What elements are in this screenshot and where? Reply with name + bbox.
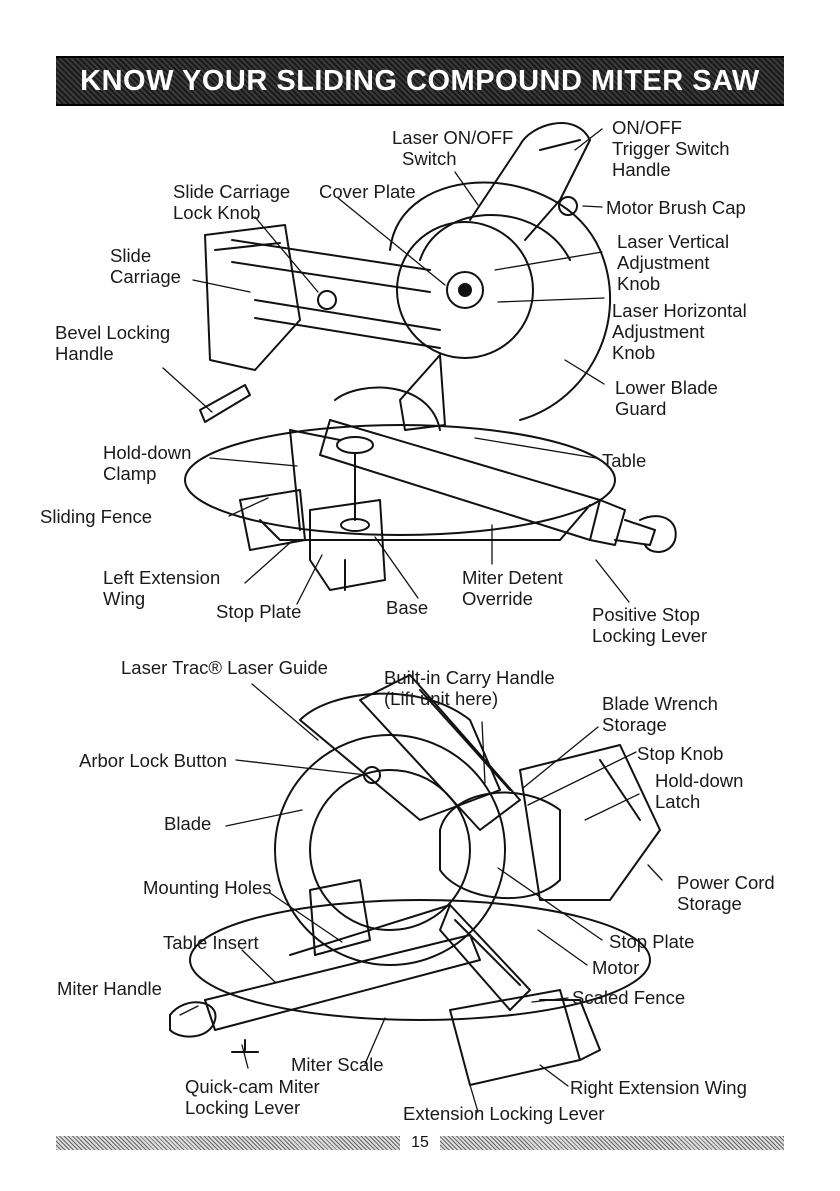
- label-trigger-switch: ON/OFF Trigger Switch Handle: [612, 117, 730, 180]
- label-blade: Blade: [164, 813, 212, 834]
- label-laser-vertical: Laser Vertical Adjustment Knob: [617, 231, 730, 294]
- page-number: 15: [411, 1134, 429, 1151]
- label-base: Base: [386, 597, 429, 618]
- label-miter-handle: Miter Handle: [57, 978, 162, 999]
- label-stop-plate-bottom: Stop Plate: [609, 931, 695, 952]
- label-cover-plate: Cover Plate: [319, 181, 416, 202]
- title-banner: KNOW YOUR SLIDING COMPOUND MITER SAW: [56, 56, 784, 106]
- page-title: KNOW YOUR SLIDING COMPOUND MITER SAW: [80, 64, 760, 97]
- label-slide-lock-knob: Slide Carriage Lock Knob: [173, 181, 291, 223]
- label-miter-detent: Miter Detent Override: [462, 567, 563, 609]
- label-positive-stop: Positive Stop Locking Lever: [592, 604, 708, 646]
- label-miter-scale: Miter Scale: [291, 1054, 384, 1075]
- label-arbor-lock-button: Arbor Lock Button: [79, 750, 228, 771]
- label-power-cord-storage: Power Cord Storage: [677, 872, 775, 914]
- label-sliding-fence: Sliding Fence: [40, 506, 153, 527]
- label-stop-plate-top: Stop Plate: [216, 601, 302, 622]
- bottom-leader-lines: [179, 683, 663, 1113]
- label-blade-wrench-storage: Blade Wrench Storage: [602, 693, 718, 735]
- label-hold-down-clamp: Hold-down Clamp: [103, 442, 192, 484]
- label-stop-knob: Stop Knob: [637, 743, 724, 764]
- label-laser-horizontal: Laser Horizontal Adjustment Knob: [612, 300, 747, 363]
- label-hold-down-latch: Hold-down Latch: [655, 770, 744, 812]
- top-leader-lines: [162, 128, 630, 605]
- label-scaled-fence: Scaled Fence: [572, 987, 686, 1008]
- label-table: Table: [602, 450, 647, 471]
- footer-bar-left: [56, 1136, 400, 1150]
- label-bevel-handle: Bevel Locking Handle: [55, 322, 171, 364]
- label-slide-carriage: Slide Carriage: [110, 245, 181, 287]
- label-quick-cam-lever: Quick-cam Miter Locking Lever: [185, 1076, 320, 1118]
- bottom-saw-illustration: [169, 674, 661, 1086]
- label-right-extension-wing: Right Extension Wing: [570, 1077, 747, 1098]
- label-motor: Motor: [592, 957, 640, 978]
- label-left-extension-wing: Left Extension Wing: [103, 567, 221, 609]
- label-carry-handle: Built-in Carry Handle (Lift unit here): [384, 667, 555, 709]
- label-laser-switch: Laser ON/OFF Switch: [392, 127, 514, 169]
- top-saw-illustration: [184, 122, 677, 591]
- label-table-insert: Table Insert: [163, 932, 259, 953]
- footer-bar-right: [440, 1136, 784, 1150]
- label-laser-trac: Laser Trac® Laser Guide: [121, 657, 328, 678]
- label-lower-blade-guard: Lower Blade Guard: [615, 377, 718, 419]
- label-brush-cap: Motor Brush Cap: [606, 197, 746, 218]
- label-mounting-holes: Mounting Holes: [143, 877, 272, 898]
- label-extension-locking-lever: Extension Locking Lever: [403, 1103, 605, 1124]
